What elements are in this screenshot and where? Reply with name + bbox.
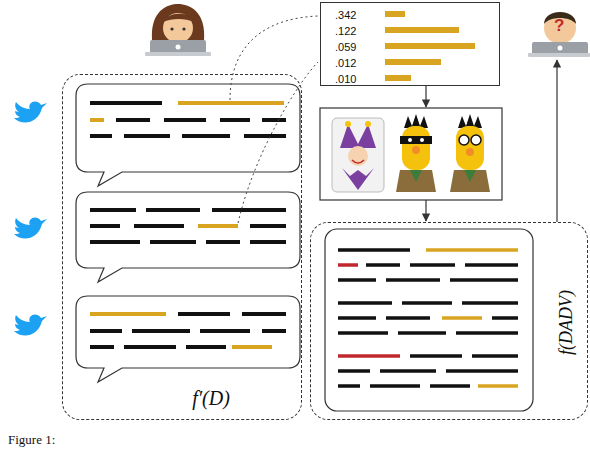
score-box: .342 .122 .059 .012 .010 — [320, 2, 500, 86]
caption-fragment: Figure 1: — [8, 432, 55, 448]
bert-glasses — [450, 114, 490, 192]
flow-arrow — [556, 60, 557, 222]
text-bars — [338, 250, 518, 386]
document-box — [325, 229, 533, 411]
adversary-icon — [528, 12, 590, 57]
tweets-group: f′(D) — [62, 74, 302, 420]
score-value: .059 — [335, 41, 356, 53]
twitter-bird — [14, 101, 47, 122]
score-value: .010 — [335, 73, 356, 85]
flow-arrow — [425, 200, 426, 221]
leader-line — [238, 62, 318, 223]
text-bars — [90, 103, 286, 347]
function-label: f(DADV) — [555, 290, 576, 355]
jester-card — [332, 118, 384, 192]
question-mark: ? — [554, 16, 564, 36]
leader-line — [230, 16, 318, 100]
score-value: .342 — [335, 9, 356, 21]
bert-masked — [396, 114, 436, 192]
twitter-bird — [14, 217, 47, 238]
adversarial-group: f(DADV) — [310, 222, 588, 420]
flow-arrow — [425, 86, 426, 107]
tweet-bubble — [76, 84, 300, 382]
score-value: .122 — [335, 25, 356, 37]
score-value: .012 — [335, 57, 356, 69]
function-label: f′(D) — [192, 387, 230, 410]
score-bars — [385, 11, 475, 81]
twitter-bird — [14, 314, 47, 335]
image-box — [320, 108, 502, 200]
user-icon — [145, 4, 211, 56]
